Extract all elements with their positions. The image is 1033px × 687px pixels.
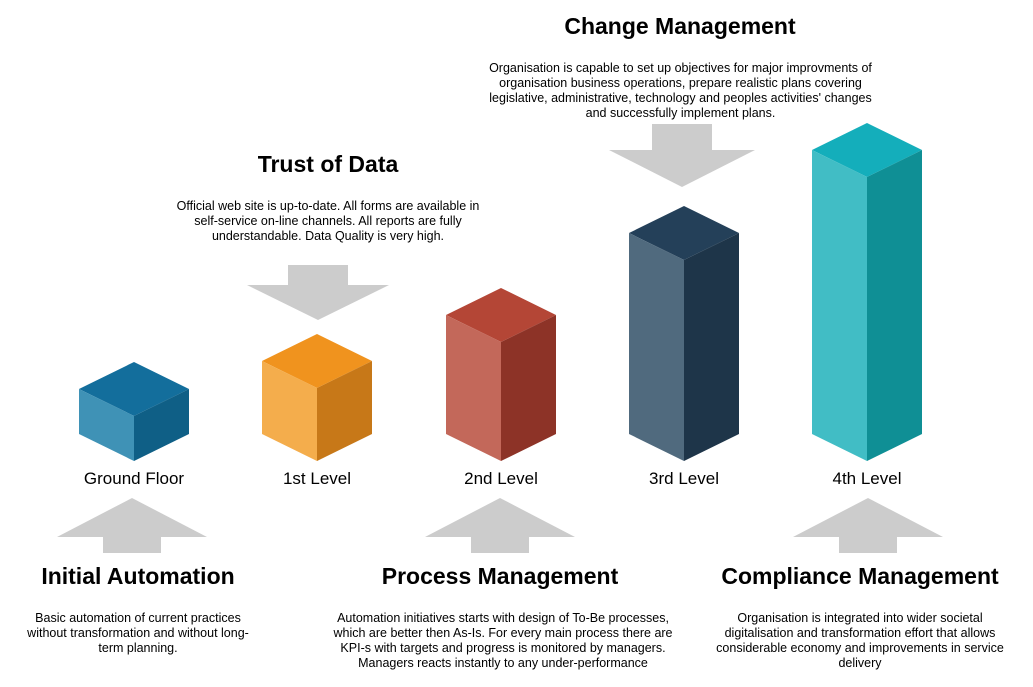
cube-3rd-level-right (684, 233, 739, 461)
process-management-description: Automation initiatives starts with desig… (333, 611, 673, 670)
level-label-2nd: 2nd Level (464, 469, 538, 488)
compliance-management-description: Organisation is integrated into wider so… (716, 611, 1004, 670)
arrow-up-compliance (793, 498, 943, 553)
cube-ground-floor-left (79, 389, 134, 461)
cube-2nd-level (446, 288, 556, 461)
cube-1st-level-right (317, 361, 372, 461)
trust-of-data-title: Trust of Data (257, 151, 399, 177)
cube-ground-floor-right (134, 389, 189, 461)
arrow-up-initial (57, 498, 207, 553)
arrow-down-change (609, 124, 755, 187)
cube-4th-level-right (867, 150, 922, 461)
cube-2nd-level-left (446, 315, 501, 461)
arrow-down-trust (247, 265, 389, 320)
initial-automation-title: Initial Automation (41, 563, 235, 589)
process-management-title: Process Management (381, 563, 619, 589)
cube-1st-level-left (262, 361, 317, 461)
level-label-ground-floor: Ground Floor (83, 469, 185, 488)
initial-automation-description: Basic automation of current practices wi… (27, 611, 249, 655)
level-label-1st: 1st Level (282, 469, 352, 488)
trust-of-data-description: Official web site is up-to-date. All for… (176, 199, 480, 243)
cube-4th-level (812, 123, 922, 461)
cube-ground-floor (79, 362, 189, 461)
level-label-3rd: 3rd Level (649, 469, 719, 488)
compliance-management-title: Compliance Management (721, 563, 999, 589)
cube-3rd-level-left (629, 233, 684, 461)
cube-1st-level (262, 334, 372, 461)
cube-3rd-level (629, 206, 739, 461)
cube-2nd-level-right (501, 315, 556, 461)
arrow-up-process (425, 498, 575, 553)
level-label-4th: 4th Level (832, 469, 902, 488)
cube-4th-level-left (812, 150, 867, 461)
change-management-description: Organisation is capable to set up object… (489, 61, 872, 120)
change-management-title: Change Management (564, 13, 796, 39)
